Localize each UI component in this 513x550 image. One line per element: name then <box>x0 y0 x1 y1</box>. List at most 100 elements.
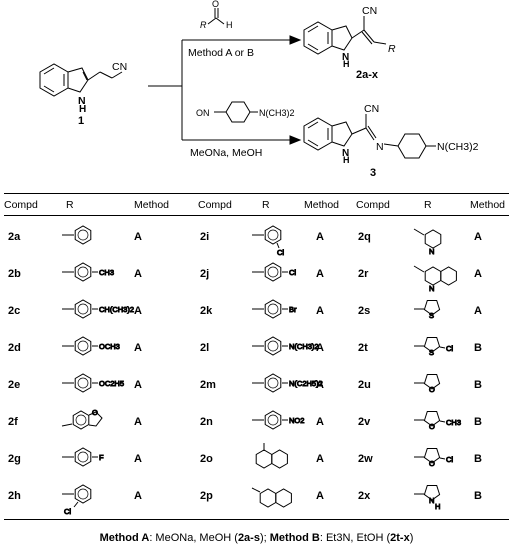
r-group-structure: NO2 <box>252 410 305 430</box>
o-atom: O <box>429 459 435 468</box>
bromo-substituent: Br <box>289 305 297 314</box>
r-group-structure: S <box>414 300 441 321</box>
compound-id: 2m <box>200 379 216 391</box>
method-value: B <box>474 379 482 391</box>
r-group-structure: S Cl <box>414 337 454 358</box>
compound-id: 2q <box>358 231 371 243</box>
method-value: B <box>474 453 482 465</box>
r-group-structure <box>251 487 292 508</box>
compound-id: 2k <box>200 305 213 317</box>
product-2a-x-structure <box>303 16 387 55</box>
diethylamino-substituent: N(C2H5)2 <box>289 379 323 388</box>
compound-id: 2j <box>200 268 210 280</box>
methoxy-substituent: OCH3 <box>99 342 120 351</box>
chloro-substituent: Cl <box>289 268 296 277</box>
header-compd-2: Compd <box>356 199 390 211</box>
r-group-structure: N <box>413 265 457 294</box>
pyrrole-h-atom: H <box>435 502 440 511</box>
nitroso-prefix: ON <box>196 108 210 118</box>
aldehyde-h-label: H <box>226 20 233 30</box>
method-value: A <box>316 305 324 317</box>
s-atom: S <box>429 348 434 357</box>
r-group-structure: CH3 <box>62 262 115 282</box>
r-group-structure <box>255 443 288 469</box>
compound-id: 2h <box>8 490 21 502</box>
compound-id: 2s <box>358 305 371 317</box>
compound-1-label: 1 <box>78 115 84 127</box>
compound-id: 2o <box>200 453 213 465</box>
r-group-structure: N(CH3)2 <box>252 336 319 356</box>
r-group-structure: OC2H5 <box>62 373 125 393</box>
r-group-structure: CH(CH3)2 <box>62 299 135 319</box>
fluoro-substituent: F <box>99 453 104 462</box>
o-atom: O <box>429 385 435 394</box>
method-value: A <box>134 379 142 391</box>
upper-product-n: N <box>342 52 349 63</box>
r-group-structure: O <box>61 408 103 430</box>
lower-product-cn: CN <box>364 103 379 115</box>
lower-product-nh-n: N <box>342 148 349 159</box>
r-group-structure <box>62 225 92 245</box>
compound-id: 2n <box>200 416 213 428</box>
reaction-arrows <box>148 39 290 141</box>
compound-id: 2l <box>200 342 210 354</box>
dimethylamino-substituent: N(CH3)2 <box>289 342 319 351</box>
isopropyl-substituent: CH(CH3)2 <box>99 305 134 314</box>
compound-id: 2c <box>8 305 21 317</box>
aldehyde-o-label: O <box>212 0 219 9</box>
lower-product-nh-h: H <box>343 155 350 165</box>
method-value: A <box>316 231 324 243</box>
header-r-0: R <box>66 199 74 211</box>
lower-product-amine: N(CH3)2 <box>437 141 479 153</box>
nitro-substituent: NO2 <box>289 416 304 425</box>
chloro-substituent: Cl <box>64 507 71 516</box>
ch3-substituent: CH3 <box>99 268 114 277</box>
compound-id: 2f <box>8 416 18 428</box>
pyridine-n-atom: N <box>429 247 434 256</box>
method-b-range: 2t-x <box>390 532 410 544</box>
r-group-structure: O <box>414 374 441 395</box>
method-value: A <box>134 231 142 243</box>
method-value: A <box>474 231 482 243</box>
start-n-label: N <box>78 95 86 107</box>
header-method-0: Method <box>134 199 170 211</box>
header-method-1: Method <box>304 199 340 211</box>
compound-id: 2v <box>358 416 371 428</box>
indole-starting-material <box>39 63 123 97</box>
method-value: B <box>474 342 482 354</box>
method-value: A <box>474 268 482 280</box>
method-value: A <box>316 379 324 391</box>
compound-id: 2x <box>358 490 371 502</box>
r-group-structure: F <box>62 447 105 467</box>
method-value: A <box>316 453 324 465</box>
header-r-2: R <box>424 199 432 211</box>
upper-product-h: H <box>343 59 350 69</box>
compound-id: 2b <box>8 268 21 280</box>
compound-id: 2u <box>358 379 371 391</box>
compound-3-label: 3 <box>370 167 376 179</box>
dioxole-o-atom: O <box>92 408 98 417</box>
method-b-label: Method B <box>269 532 320 544</box>
method-value: A <box>474 305 482 317</box>
r-group-structure: Cl <box>252 262 297 282</box>
compound-id: 2e <box>8 379 21 391</box>
r-group-structure: OCH3 <box>62 336 120 356</box>
lower-product-n: N <box>376 141 384 153</box>
chloro-substituent: Cl <box>446 344 453 353</box>
compound-id: 2t <box>358 342 368 354</box>
compound-id: 2a <box>8 231 21 243</box>
chloro-substituent: Cl <box>277 248 284 257</box>
compound-2a-x-label: 2a-x <box>356 69 379 81</box>
s-atom: S <box>429 311 434 320</box>
header-compd-0: Compd <box>4 199 38 211</box>
start-h-label: H <box>79 104 86 115</box>
method-value: A <box>134 342 142 354</box>
compound-id: 2p <box>200 490 213 502</box>
r-group-structure: Cl <box>252 225 285 258</box>
table-bottom-rule <box>4 519 509 520</box>
header-method-2: Method <box>470 199 506 211</box>
aldehyde-reagent <box>207 8 225 25</box>
compound-id: 2r <box>358 268 369 280</box>
lower-conditions: MeONa, MeOH <box>190 147 262 159</box>
